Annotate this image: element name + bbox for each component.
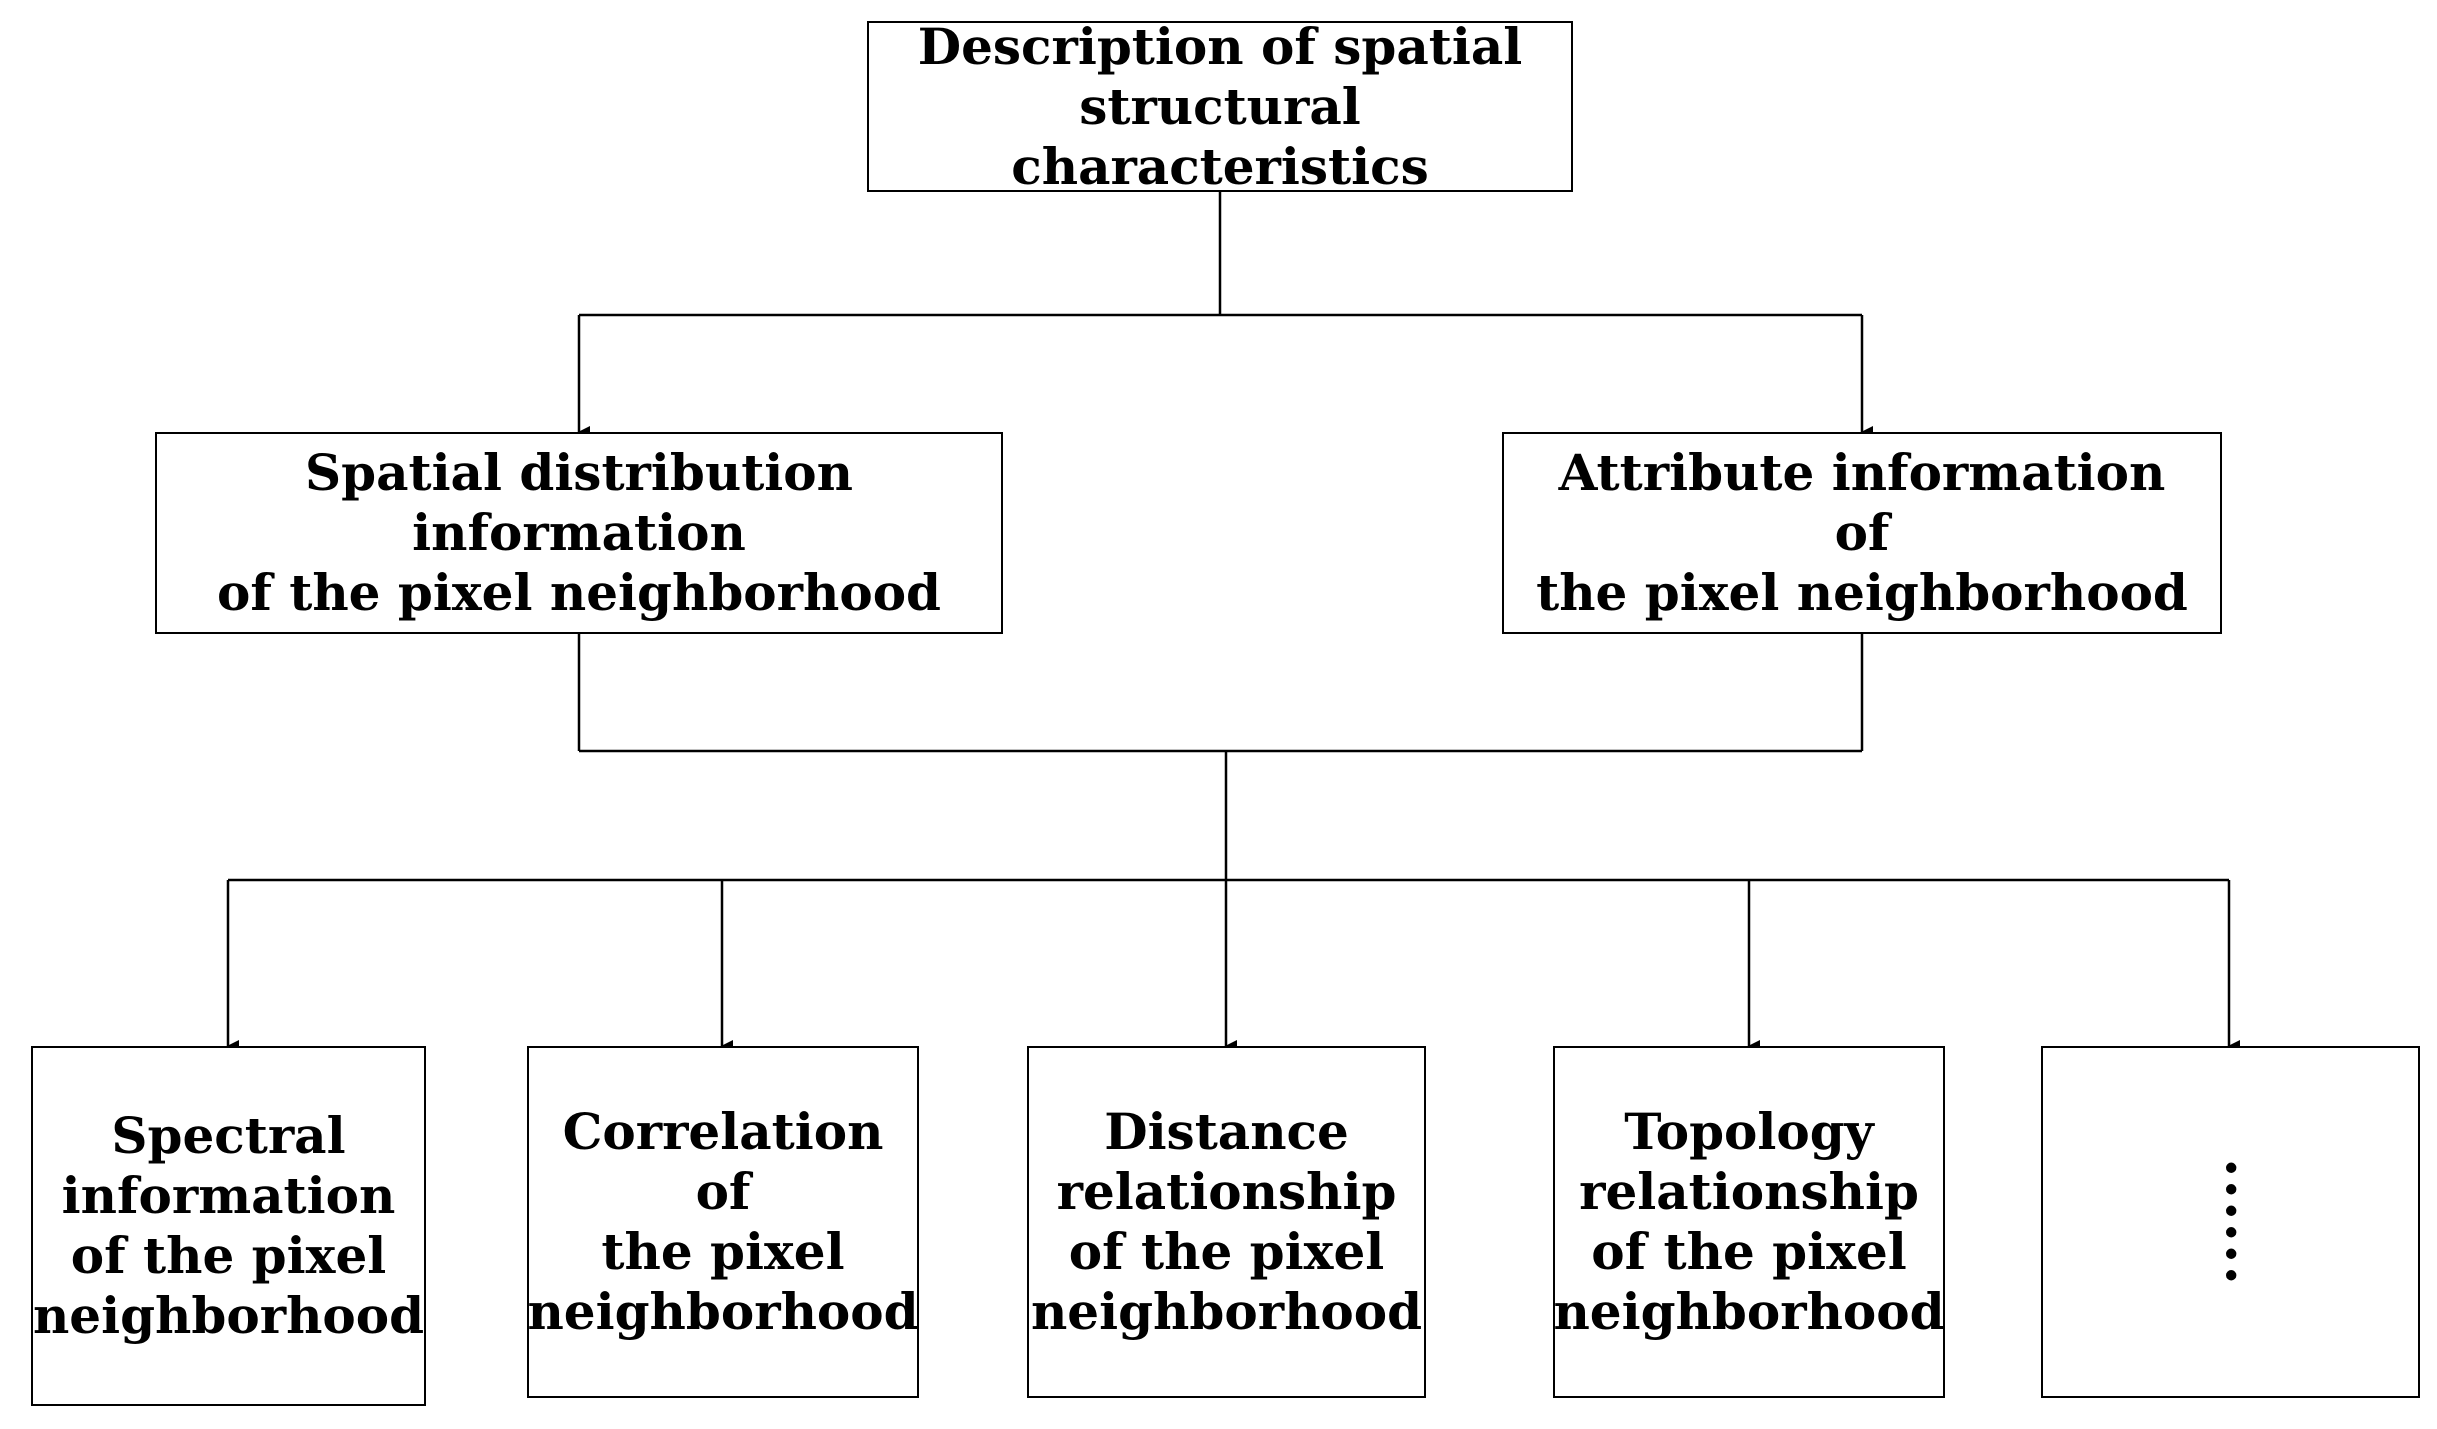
correlation-node-label: Correlation of the pixel neighborhood — [527, 1102, 919, 1341]
attribute-information-node-label: Attribute information of the pixel neigh… — [1536, 443, 2188, 622]
root-node: Description of spatial structural charac… — [867, 17, 1573, 196]
spectral-information-node-label: Spectral information of the pixel neighb… — [32, 1106, 425, 1345]
distance-relationship-node: Distance relationship of the pixel neigh… — [1027, 1046, 1426, 1398]
distance-relationship-node-label: Distance relationship of the pixel neigh… — [1030, 1102, 1423, 1341]
ellipsis-node-label: ······ — [2197, 1157, 2264, 1287]
attribute-information-node: Attribute information of the pixel neigh… — [1502, 432, 2222, 634]
correlation-node: Correlation of the pixel neighborhood — [527, 1046, 919, 1398]
spatial-distribution-node: Spatial distribution information of the … — [155, 432, 1003, 634]
ellipsis-node: ······ — [2041, 1046, 2420, 1398]
topology-relationship-node-label: Topology relationship of the pixel neigh… — [1553, 1102, 1945, 1341]
spatial-distribution-node-label: Spatial distribution information of the … — [216, 443, 942, 622]
root-node-label: Description of spatial structural charac… — [917, 16, 1523, 196]
topology-relationship-node: Topology relationship of the pixel neigh… — [1553, 1046, 1945, 1398]
spectral-information-node: Spectral information of the pixel neighb… — [31, 1046, 426, 1406]
